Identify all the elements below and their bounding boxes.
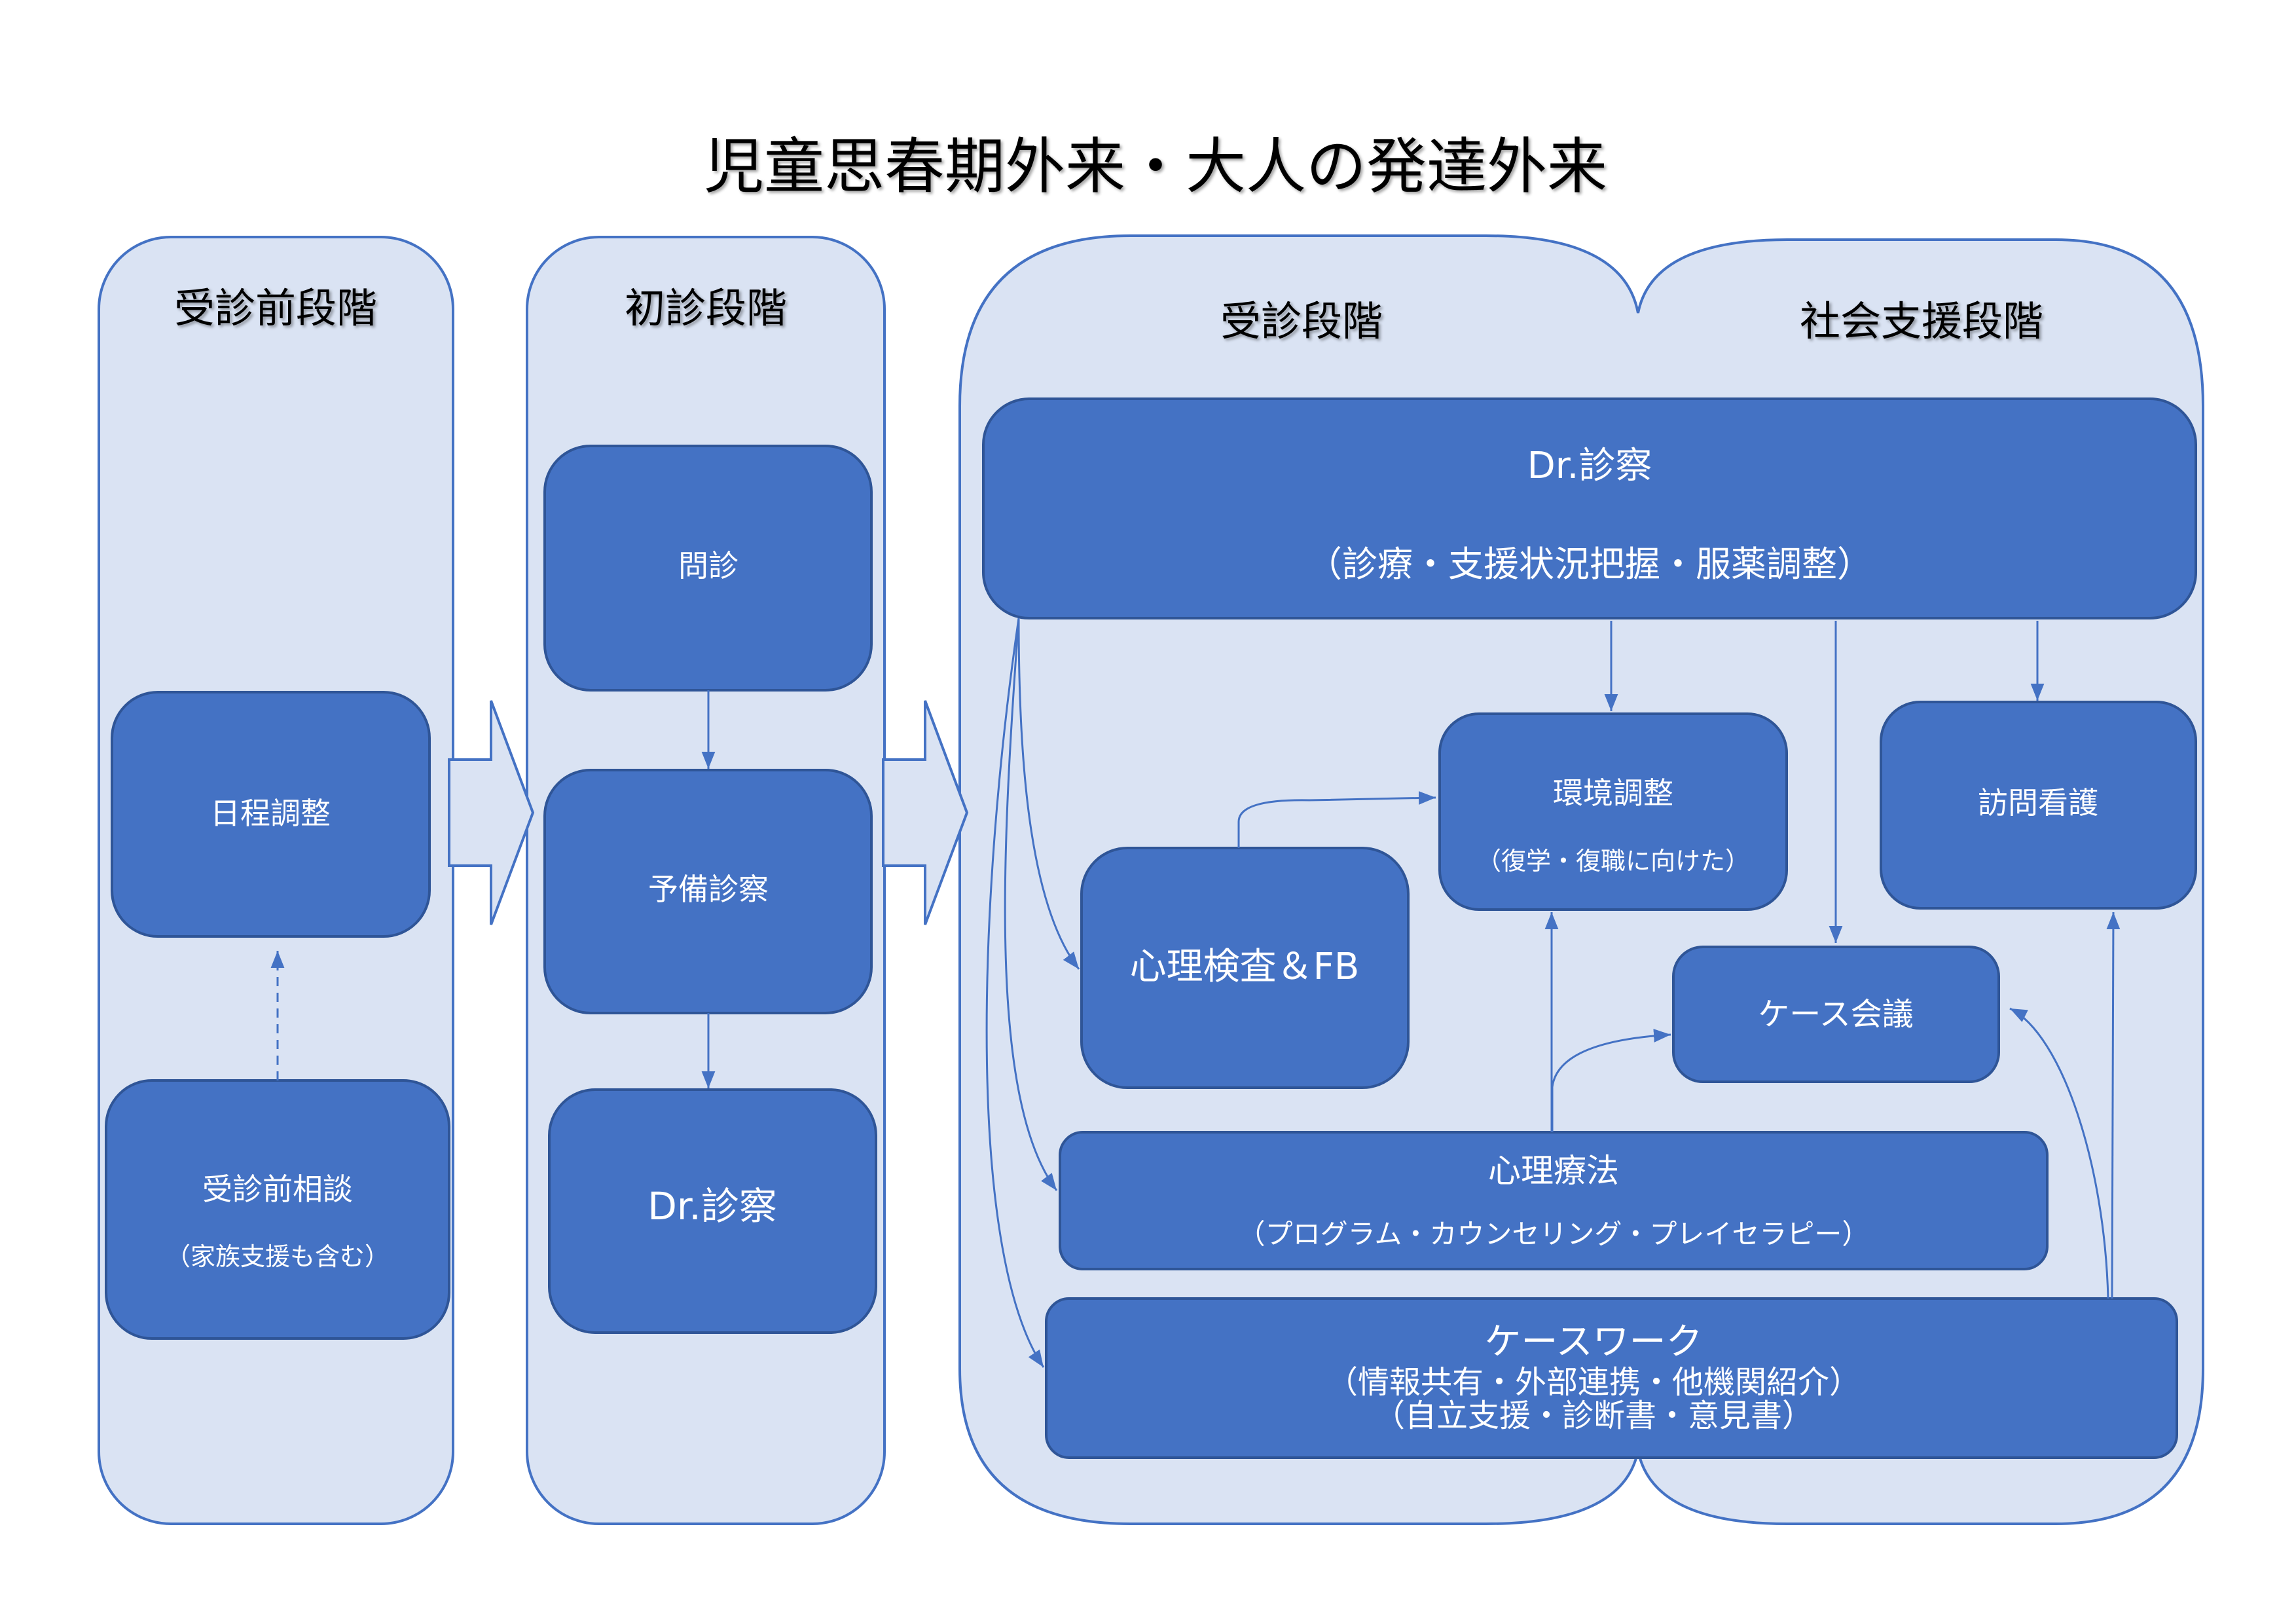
edge-dr-to-casework [985,618,1045,1368]
node-case-conference-label: ケース会議 [1758,996,1914,1033]
node-schedule[interactable]: 日程調整 [111,691,431,938]
node-home-nursing[interactable]: 訪問看護 [1880,701,2197,910]
node-dr-exam-main[interactable]: Dr.診察 （診療・支援状況把握・服薬調整） [982,397,2197,619]
node-psychotherapy[interactable]: 心理療法 （プログラム・カウンセリング・プレイセラピー） [1059,1131,2049,1270]
node-dr-exam-first[interactable]: Dr.診察 [548,1088,877,1334]
diagram-title: 児童思春期外来・大人の発達外来 [704,132,1607,202]
node-psych-test[interactable]: 心理検査＆FB [1080,847,1410,1089]
node-interview[interactable]: 問診 [543,445,873,692]
node-home-nursing-label: 訪問看護 [1978,785,2098,821]
node-casework-sub1: （情報共有・外部連携・他機関紹介） [1326,1364,1861,1401]
edge-dr-to-psych-test [1017,618,1080,970]
node-pre-consultation[interactable]: 受診前相談 （家族支援も含む） [105,1079,450,1340]
node-preliminary-exam-label: 予備診察 [648,872,769,907]
node-environment-sub: （復学・復職に向けた） [1476,847,1750,876]
node-casework-sub2: （自立支援・診断書・意見書） [1374,1397,1813,1434]
node-preliminary-exam[interactable]: 予備診察 [543,769,873,1014]
edge-casework-to-case-conference [2009,1007,2109,1299]
stage-transition-arrow-2 [882,700,969,925]
node-pre-consultation-sub: （家族支援も含む） [166,1242,390,1271]
node-casework-label: ケースワーク [1484,1321,1702,1363]
edge-casework-to-home-nursing [2106,912,2121,1299]
node-environment-label: 環境調整 [1553,775,1673,811]
node-environment-adjustment[interactable]: 環境調整 （復学・復職に向けた） [1438,712,1788,911]
node-pre-consultation-label: 受診前相談 [202,1172,353,1207]
node-case-conference[interactable]: ケース会議 [1672,946,2000,1083]
node-psychotherapy-label: 心理療法 [1488,1152,1619,1190]
node-dr-exam-main-label: Dr.診察 [1527,445,1652,487]
node-casework[interactable]: ケースワーク （情報共有・外部連携・他機関紹介） （自立支援・診断書・意見書） [1045,1297,2178,1459]
stage-transition-arrow-1 [448,700,535,925]
edge-psych-test-to-environment [1237,791,1436,848]
edge-psychotherapy-to-case-conference [1551,1029,1671,1132]
edge-dr-to-psychotherapy [1004,618,1058,1191]
stage-label-first: 初診段階 [625,284,787,332]
node-psych-test-label: 心理検査＆FB [1130,946,1360,988]
node-psychotherapy-sub: （プログラム・カウンセリング・プレイセラピー） [1238,1218,1870,1250]
node-dr-exam-first-label: Dr.診察 [647,1184,777,1228]
node-interview-label: 問診 [678,548,738,583]
stage-label-visit: 受診段階 [1220,297,1383,345]
stage-label-social: 社会支援段階 [1800,297,2043,345]
stage-label-pre: 受診前段階 [174,284,377,332]
node-dr-exam-main-sub: （診療・支援状況把握・服薬調整） [1307,544,1872,585]
node-schedule-label: 日程調整 [210,796,331,831]
